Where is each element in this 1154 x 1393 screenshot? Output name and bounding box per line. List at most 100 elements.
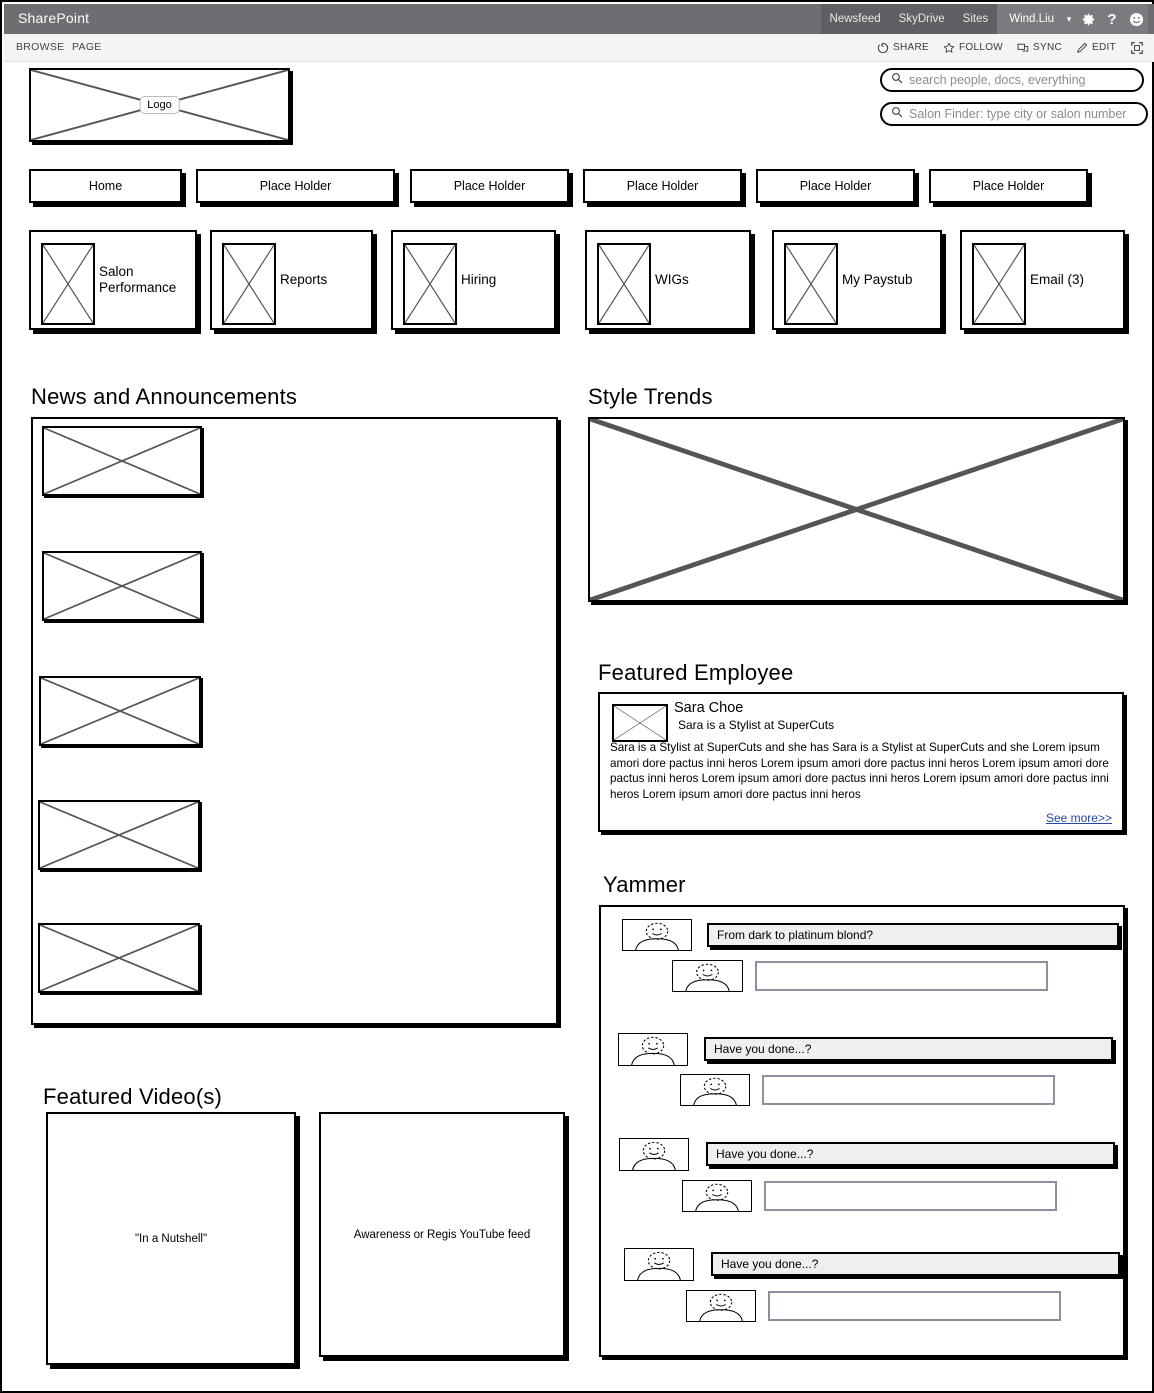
yammer-reply-avatar [686, 1290, 756, 1322]
user-name[interactable]: Wind.Liu [1009, 13, 1054, 25]
search-input[interactable]: search people, docs, everything [880, 68, 1144, 92]
ribbon-tab-browse[interactable]: BROWSE [16, 41, 65, 53]
suite-link-skydrive[interactable]: SkyDrive [889, 4, 954, 34]
tile-thumbnail [403, 243, 457, 325]
placeholder-cross-icon [40, 802, 198, 868]
ribbon-tab-page[interactable]: PAGE [72, 41, 102, 53]
share-label: SHARE [893, 42, 929, 53]
news-item-thumbnail[interactable] [39, 676, 201, 746]
yammer-heading: Yammer [603, 872, 686, 897]
featured-videos-heading: Featured Video(s) [43, 1084, 223, 1109]
nav-button-place-holder[interactable]: Place Holder [929, 169, 1088, 203]
suite-bar: SharePoint Newsfeed SkyDrive Sites Wind.… [4, 4, 1154, 34]
placeholder-cross-icon [41, 678, 199, 744]
tile-label: Salon Performance [99, 264, 177, 295]
avatar [612, 704, 668, 742]
nav-button-label: Place Holder [626, 179, 699, 193]
user-menu-block: Wind.Liu ▾ ? [997, 4, 1148, 34]
yammer-post[interactable]: Have you done...? [711, 1252, 1120, 1276]
employee-name: Sara Choe [674, 700, 744, 716]
yammer-post-avatar [618, 1033, 688, 1066]
person-avatar-icon [685, 963, 730, 991]
gear-icon[interactable] [1076, 4, 1100, 34]
featured-video[interactable]: Awareness or Regis YouTube feed [319, 1112, 565, 1357]
suite-bar-right: Newsfeed SkyDrive Sites Wind.Liu ▾ ? [820, 4, 1148, 34]
tile-reports[interactable]: Reports [210, 230, 373, 330]
person-avatar-icon [695, 1183, 739, 1211]
search-icon [891, 105, 903, 123]
tile-my-paystub[interactable]: My Paystub [772, 230, 942, 330]
yammer-reply-input[interactable] [762, 1075, 1055, 1105]
edit-button[interactable]: EDIT [1076, 42, 1116, 54]
person-avatar-icon [637, 1251, 681, 1280]
person-avatar-icon [635, 922, 679, 950]
follow-button[interactable]: FOLLOW [943, 42, 1003, 54]
chevron-down-icon[interactable]: ▾ [1066, 13, 1072, 24]
nav-button-label: Home [88, 179, 123, 193]
style-trends-placeholder[interactable] [588, 417, 1125, 602]
salon-finder-input[interactable]: Salon Finder: type city or salon number [880, 102, 1148, 126]
placeholder-cross-icon [786, 245, 836, 323]
yammer-reply-input[interactable] [768, 1291, 1061, 1321]
person-avatar-icon [631, 1036, 675, 1065]
placeholder-cross-icon [44, 553, 200, 619]
tile-label: Reports [280, 272, 328, 287]
tile-wigs[interactable]: WIGs [585, 230, 751, 330]
yammer-reply-avatar [682, 1180, 752, 1212]
focus-on-content-button[interactable] [1130, 41, 1144, 55]
yammer-post-avatar [619, 1138, 689, 1171]
nav-button-label: Place Holder [259, 179, 332, 193]
featured-video-label: "In a Nutshell" [134, 1232, 208, 1245]
yammer-post-avatar [622, 919, 692, 951]
news-item-thumbnail[interactable] [38, 800, 200, 870]
ribbon-bar: BROWSE PAGE SHARE FOLLOW SYNC [4, 34, 1154, 62]
yammer-post-text: From dark to platinum blond? [717, 928, 874, 942]
share-button[interactable]: SHARE [877, 42, 929, 54]
yammer-reply-avatar [672, 960, 743, 992]
employee-role: Sara is a Stylist at SuperCuts [678, 718, 835, 732]
nav-button-home[interactable]: Home [29, 169, 182, 203]
placeholder-cross-icon [599, 245, 649, 323]
sharepoint-brand[interactable]: SharePoint [18, 10, 90, 26]
nav-button-place-holder[interactable]: Place Holder [583, 169, 742, 203]
employee-bio: Sara is a Stylist at SuperCuts and she h… [610, 741, 1109, 801]
tile-salon-performance[interactable]: Salon Performance [29, 230, 197, 330]
nav-button-place-holder[interactable]: Place Holder [756, 169, 915, 203]
yammer-post-text: Have you done...? [721, 1257, 819, 1271]
featured-video-label: Awareness or Regis YouTube feed [353, 1228, 531, 1241]
news-item-thumbnail[interactable] [38, 923, 200, 993]
focus-on-content-icon [1130, 41, 1144, 55]
tile-thumbnail [784, 243, 838, 325]
news-item-thumbnail[interactable] [42, 551, 202, 621]
see-more-link[interactable]: See more>> [1045, 811, 1112, 825]
placeholder-cross-icon [44, 428, 200, 494]
logo-label: Logo [139, 96, 180, 114]
yammer-post-avatar [624, 1248, 694, 1281]
pencil-icon [1076, 42, 1088, 54]
news-item-thumbnail[interactable] [42, 426, 202, 496]
yammer-reply-input[interactable] [764, 1181, 1057, 1211]
tile-label: WIGs [655, 272, 689, 287]
yammer-post[interactable]: Have you done...? [706, 1142, 1115, 1166]
site-logo-placeholder[interactable]: Logo [29, 68, 290, 142]
yammer-reply-input[interactable] [755, 961, 1048, 991]
follow-label: FOLLOW [959, 42, 1004, 53]
sync-button[interactable]: SYNC [1017, 42, 1062, 54]
sync-icon [1017, 42, 1029, 54]
tile-email-3[interactable]: Email (3) [960, 230, 1125, 330]
nav-button-place-holder[interactable]: Place Holder [410, 169, 569, 203]
tile-hiring[interactable]: Hiring [391, 230, 556, 330]
help-icon[interactable]: ? [1107, 10, 1117, 28]
yammer-post[interactable]: From dark to platinum blond? [707, 923, 1119, 947]
salon-finder-placeholder: Salon Finder: type city or salon number [909, 107, 1127, 121]
yammer-post-text: Have you done...? [716, 1147, 814, 1161]
yammer-post[interactable]: Have you done...? [704, 1037, 1113, 1061]
featured-video[interactable]: "In a Nutshell" [46, 1112, 296, 1365]
edit-label: EDIT [1092, 42, 1116, 53]
smiley-icon[interactable] [1124, 4, 1148, 34]
nav-button-place-holder[interactable]: Place Holder [196, 169, 395, 203]
suite-link-newsfeed[interactable]: Newsfeed [820, 4, 890, 34]
placeholder-cross-icon [43, 245, 93, 323]
suite-link-sites[interactable]: Sites [953, 4, 998, 34]
nav-button-label: Place Holder [453, 179, 526, 193]
